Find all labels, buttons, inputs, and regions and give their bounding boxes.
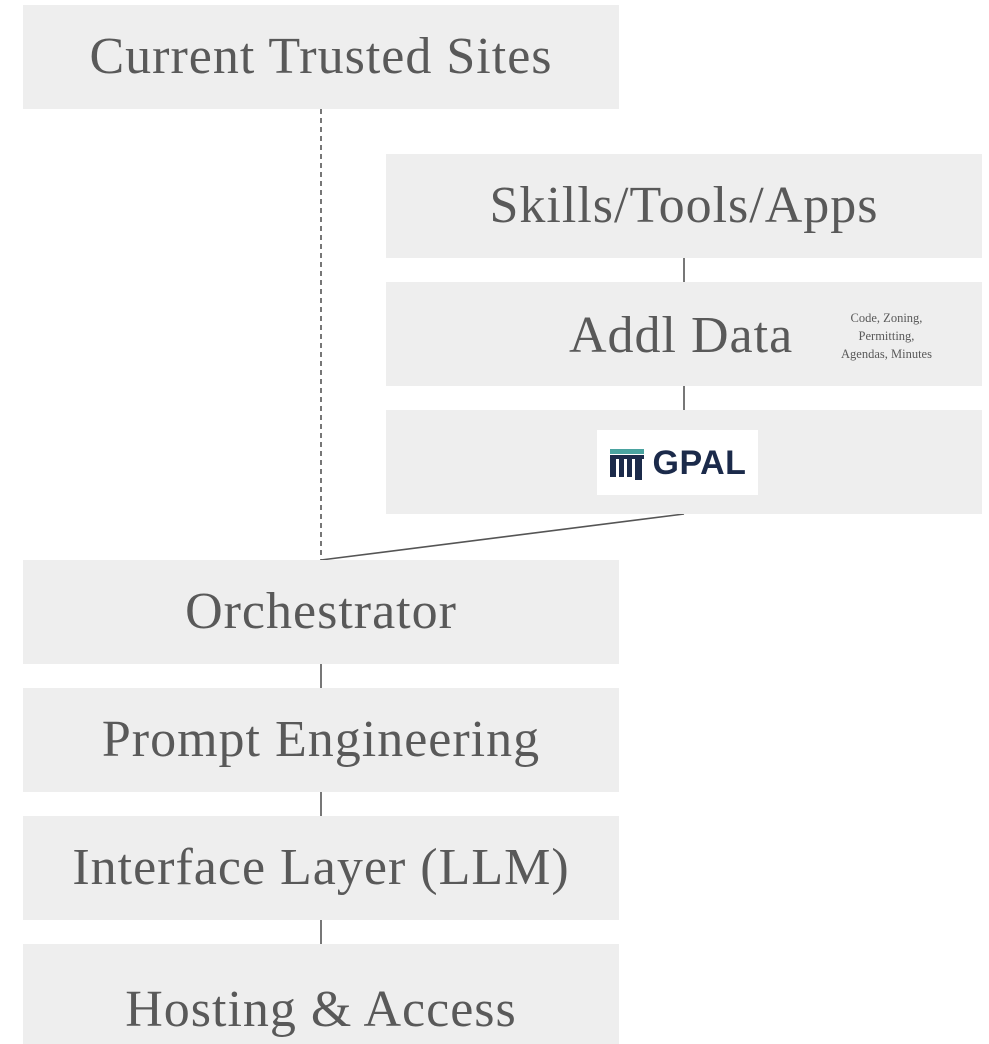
gpal-logo-text: GPAL [652,443,747,482]
interface-layer-box: Interface Layer (LLM) [23,816,619,920]
interface-layer-label: Interface Layer (LLM) [72,839,570,896]
addl-data-note: Code, Zoning, Permitting, Agendas, Minut… [841,309,932,363]
gpal-logo-icon [609,448,644,480]
addl-data-note-line: Permitting, [858,329,915,343]
hosting-access-label: Hosting & Access [125,981,517,1038]
orchestrator-box: Orchestrator [23,560,619,664]
orchestrator-label: Orchestrator [185,583,457,640]
addl-data-box: Addl Data Code, Zoning, Permitting, Agen… [386,282,982,386]
addl-data-note-line: Code, Zoning, [850,311,923,325]
gpal-logo: GPAL [597,430,758,495]
current-trusted-sites-box: Current Trusted Sites [23,5,619,109]
prompt-engineering-box: Prompt Engineering [23,688,619,792]
current-trusted-sites-label: Current Trusted Sites [89,28,553,85]
skills-tools-apps-box: Skills/Tools/Apps [386,154,982,258]
addl-data-note-line: Agendas, Minutes [841,347,932,361]
hosting-access-box: Hosting & Access [23,944,619,1044]
connector-gpal-to-orchestrator [320,513,685,561]
skills-tools-apps-label: Skills/Tools/Apps [489,177,879,234]
addl-data-label: Addl Data [569,307,794,364]
prompt-engineering-label: Prompt Engineering [101,711,541,768]
